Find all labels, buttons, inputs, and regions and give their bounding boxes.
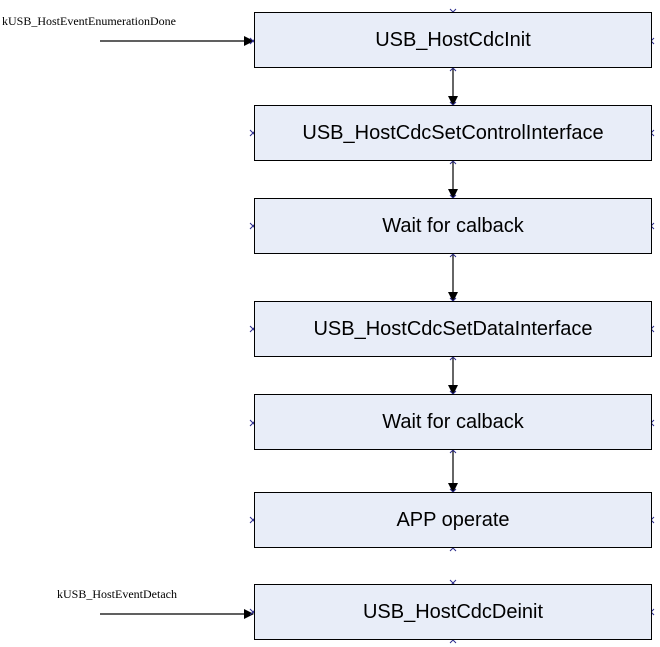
enumeration-done-event-label: kUSB_HostEventEnumerationDone — [2, 14, 176, 28]
step-host-cdc-init: USB_HostCdcInit — [254, 12, 652, 68]
step-app-operate: APP operate — [254, 492, 652, 548]
step-set-data-interface: USB_HostCdcSetDataInterface — [254, 301, 652, 357]
step-host-cdc-deinit: USB_HostCdcDeinit — [254, 584, 652, 640]
detach-event-label: kUSB_HostEventDetach — [57, 587, 177, 601]
step-wait-for-callback-1: Wait for calback — [254, 198, 652, 254]
step-set-control-interface: USB_HostCdcSetControlInterface — [254, 105, 652, 161]
step-wait-for-callback-2: Wait for calback — [254, 394, 652, 450]
